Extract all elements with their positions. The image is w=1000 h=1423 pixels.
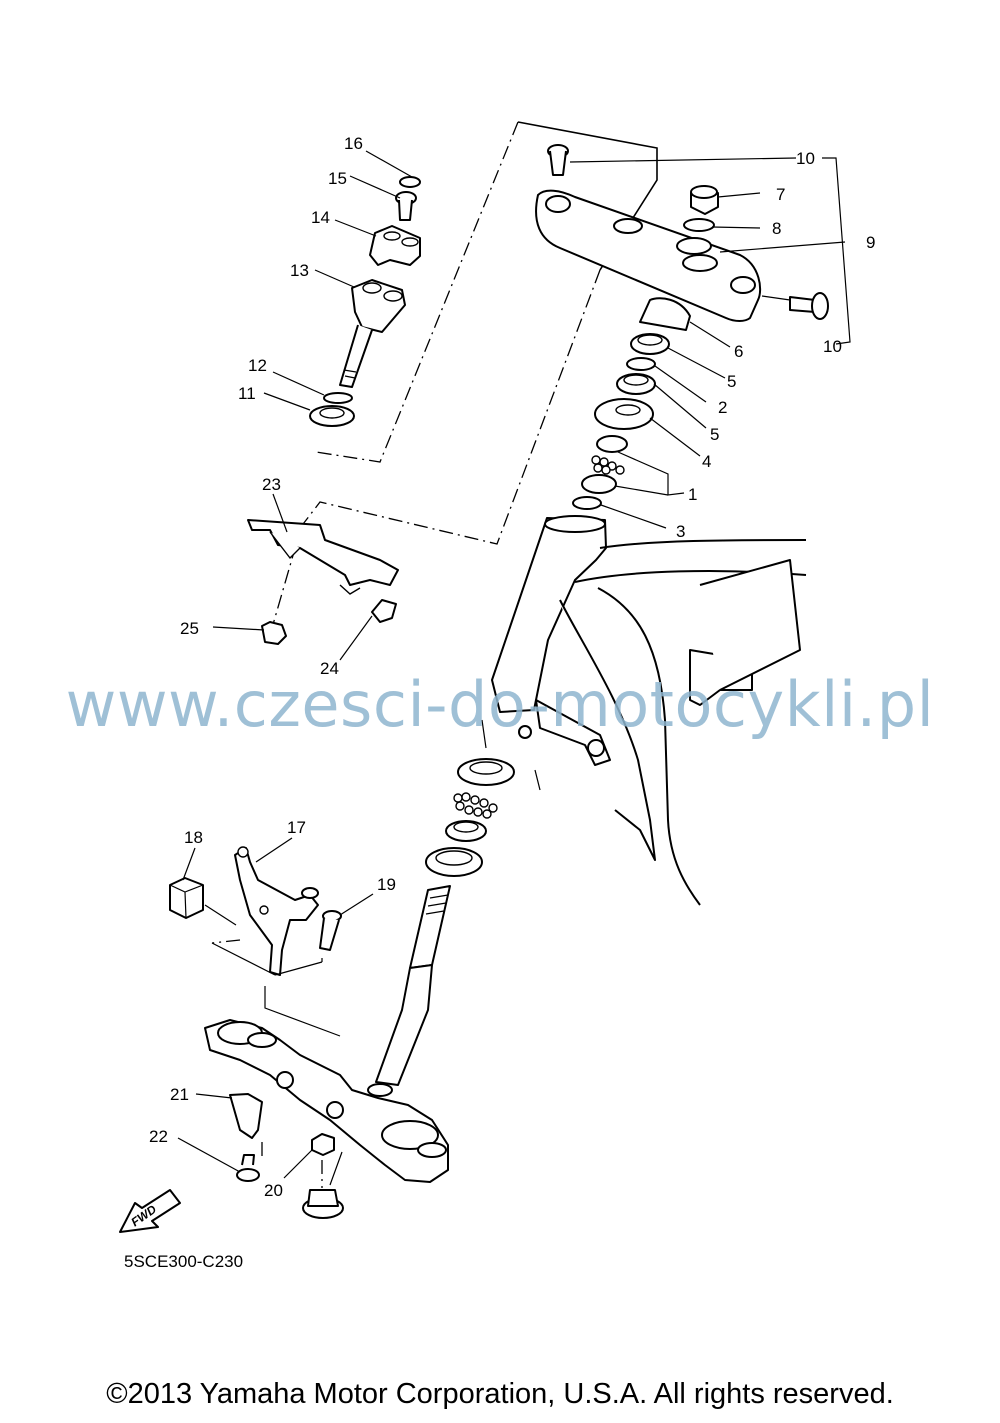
callout-20: 20 [264,1181,283,1200]
callout-8: 8 [772,219,781,238]
callout-labels: 1 2 3 4 5 5 6 7 8 9 10 10 11 12 13 14 15… [149,134,875,1200]
bracket-17 [211,846,341,1037]
bolt-19 [319,910,342,951]
callout-19: 19 [377,875,396,894]
frame-head-tube [481,515,807,906]
callout-2: 2 [718,398,727,417]
callout-11: 11 [238,384,256,403]
callout-9: 9 [866,233,875,252]
washer-12 [323,392,353,404]
washer-8 [683,218,715,232]
diagram-code: 5SCE300-C230 [124,1252,244,1271]
bearing-1 [581,435,628,494]
washer-2 [626,357,656,371]
damper-11 [309,405,355,427]
callout-10-bottom: 10 [823,337,842,356]
callout-13: 13 [290,261,309,280]
nut-25 [261,621,287,645]
nut-20 [311,1133,335,1156]
dust-seal [425,847,483,877]
callout-10-top: 10 [796,149,815,168]
upper-bracket [535,189,762,322]
callout-25: 25 [180,619,199,638]
callout-7: 7 [776,185,785,204]
fwd-arrow-icon: FWD [119,1189,181,1233]
callout-3: 3 [676,522,685,541]
bracket-23 [247,519,399,595]
bracket-21 [229,1093,263,1139]
bolt-10-top [547,144,569,176]
bolt-10-right [789,292,829,320]
callout-17: 17 [287,818,306,837]
callout-12: 12 [248,356,267,375]
callout-24: 24 [320,659,339,678]
callout-14: 14 [311,208,330,227]
callout-15: 15 [328,169,347,188]
nut-7 [690,185,719,215]
watermark: www.czesci-do-motocykli.pl [65,668,935,741]
callout-23: 23 [262,475,281,494]
lower-bearing-race [457,758,515,786]
callout-1: 1 [688,485,697,504]
steering-stem [375,885,451,1086]
washer-3 [572,496,602,510]
stem-nut [302,1189,344,1219]
callout-22: 22 [149,1127,168,1146]
leader-lines [177,150,851,1179]
upper-holder-14 [369,225,421,266]
lock-washer-6 [639,297,691,331]
bolt-22 [236,1154,260,1182]
bolt-15 [395,191,417,221]
callout-4: 4 [702,452,711,471]
callout-18: 18 [184,828,203,847]
damper-18 [169,877,204,919]
clamp-24 [371,599,397,623]
lower-bearing-inner [445,820,487,842]
copyright: ©2013 Yamaha Motor Corporation, U.S.A. A… [106,1378,894,1410]
cover-4 [594,398,654,430]
lower-bearing-balls [453,792,498,819]
cap-16 [399,176,421,188]
ring-nut-5-upper [630,333,670,355]
ring-nut-5-lower [616,373,656,395]
callout-5-upper: 5 [727,372,736,391]
callout-16: 16 [344,134,363,153]
callout-6: 6 [734,342,743,361]
under-bracket [204,1019,449,1183]
callout-5-lower: 5 [710,425,719,444]
lower-holder-13 [339,279,406,388]
callout-21: 21 [170,1085,189,1104]
